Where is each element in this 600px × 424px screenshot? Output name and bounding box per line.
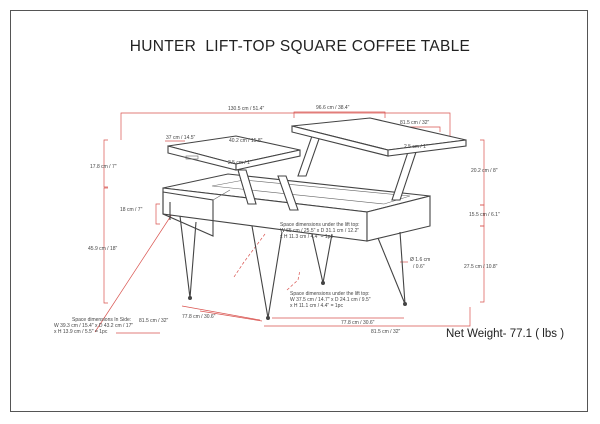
lift-height-right-label: 20.2 cm / 8" [471, 168, 498, 174]
width-bottom-label: 77.8 cm / 30.6" [341, 320, 375, 326]
depth-left-label: 81.5 cm / 32" [139, 318, 169, 324]
small-top-width-label: 37 cm / 14.5" [166, 135, 196, 141]
leg-diameter-label-1: Ø 1.6 cm [410, 257, 430, 263]
lift-top-space-note-1: Space dimensions under the lift top: [280, 222, 360, 228]
total-height-line [103, 187, 108, 304]
leg-foot [321, 281, 325, 285]
leg-front-left [179, 215, 197, 299]
lift-top-length-line [293, 111, 386, 118]
leg-foot [188, 296, 192, 300]
diagram-title: HUNTER LIFT-TOP SQUARE COFFEE TABLE [129, 38, 471, 55]
lift-arm-left-a [237, 169, 257, 205]
sheet-border [10, 10, 588, 412]
leg-diameter-label-2: / 0.6" [413, 264, 425, 270]
depth-bottom-line [264, 307, 471, 327]
top-thickness-left-label: 2.5 cm / 1" [228, 160, 252, 166]
width-left-label: 77.8 cm / 30.6" [182, 314, 216, 320]
net-weight: Net Weight- 77.1 ( lbs ) [446, 328, 565, 340]
leg-front-right [377, 231, 406, 305]
storage-opening [211, 179, 411, 205]
lift-top-space-note-3: x H 11.3 cm / 4.4" = 1pc [280, 234, 333, 240]
lift-tops [167, 117, 467, 171]
dimension-labels: 130.5 cm / 51.4" 96.6 cm / 38.4" 81.5 cm… [88, 105, 500, 335]
total-height-label: 45.9 cm / 18" [88, 246, 118, 252]
lift-mechanisms [237, 135, 417, 211]
overall-length-line [120, 112, 451, 140]
top-thickness-right-label: 2.5 cm / 1" [404, 144, 428, 150]
inside-space-note-1: Space dimensions In Side: [72, 317, 131, 323]
shelf-top-edge [212, 189, 231, 201]
inside-space-note-2: W 39.3 cm / 15.4" x D 43.2 cm / 17" [54, 323, 133, 329]
lift-height-left-line [103, 139, 108, 188]
lift-top-depth-label: 81.5 cm / 32" [400, 120, 430, 126]
body-side-face [366, 195, 431, 242]
leg-height-line [480, 225, 485, 303]
lift-arm-right-a [297, 135, 321, 177]
shelf-height-line [155, 203, 160, 225]
hairpin-legs [179, 215, 407, 320]
space-notes: Space dimensions under the lift top: W 6… [54, 222, 371, 335]
small-lift-top-side [235, 149, 301, 171]
body-height-label: 15.5 cm / 6.1" [469, 212, 500, 218]
leg-foot [403, 302, 407, 306]
leg-foot [266, 316, 270, 320]
depth-left-line [181, 305, 261, 321]
leg-middle [251, 225, 283, 319]
inside-space-note-3: x H 13.9 cm / 5.5" = 1pc [54, 329, 108, 335]
lift-top-length-label: 96.6 cm / 38.4" [316, 105, 350, 111]
leg-back-right [311, 233, 333, 284]
lift-top-space-note-2: W 65 cm / 25.5" x D 31.1 cm / 12.2" [280, 228, 359, 234]
lift-arm-left-b [277, 175, 299, 211]
large-lift-top-side [387, 139, 467, 157]
under-lift-note-2: W 37.5 cm / 14.7" x D 24.1 cm / 9.5" [290, 297, 371, 303]
depth-bottom-label: 81.5 cm / 32" [371, 329, 401, 335]
width-left-line [199, 310, 263, 322]
under-lift-note-3: x H 11.1 cm / 4.4" = 1pc [290, 303, 343, 309]
table-body [162, 173, 431, 242]
small-top-depth-label: 40.2 cm / 15.8" [229, 138, 263, 144]
under-lift-note-1: Space dimensions under the lift top: [290, 291, 370, 297]
lift-height-left-label: 17.8 cm / 7" [90, 164, 117, 170]
open-shelf [162, 191, 214, 237]
leg-height-label: 27.5 cm / 10.8" [464, 264, 498, 270]
lift-space-leader [233, 233, 266, 278]
under-lift-leader [286, 269, 301, 291]
overall-length-label: 130.5 cm / 51.4" [228, 106, 264, 112]
inside-space-leader [94, 204, 179, 333]
finger-pull-slot [185, 155, 199, 160]
shelf-height-label: 18 cm / 7" [120, 207, 143, 213]
